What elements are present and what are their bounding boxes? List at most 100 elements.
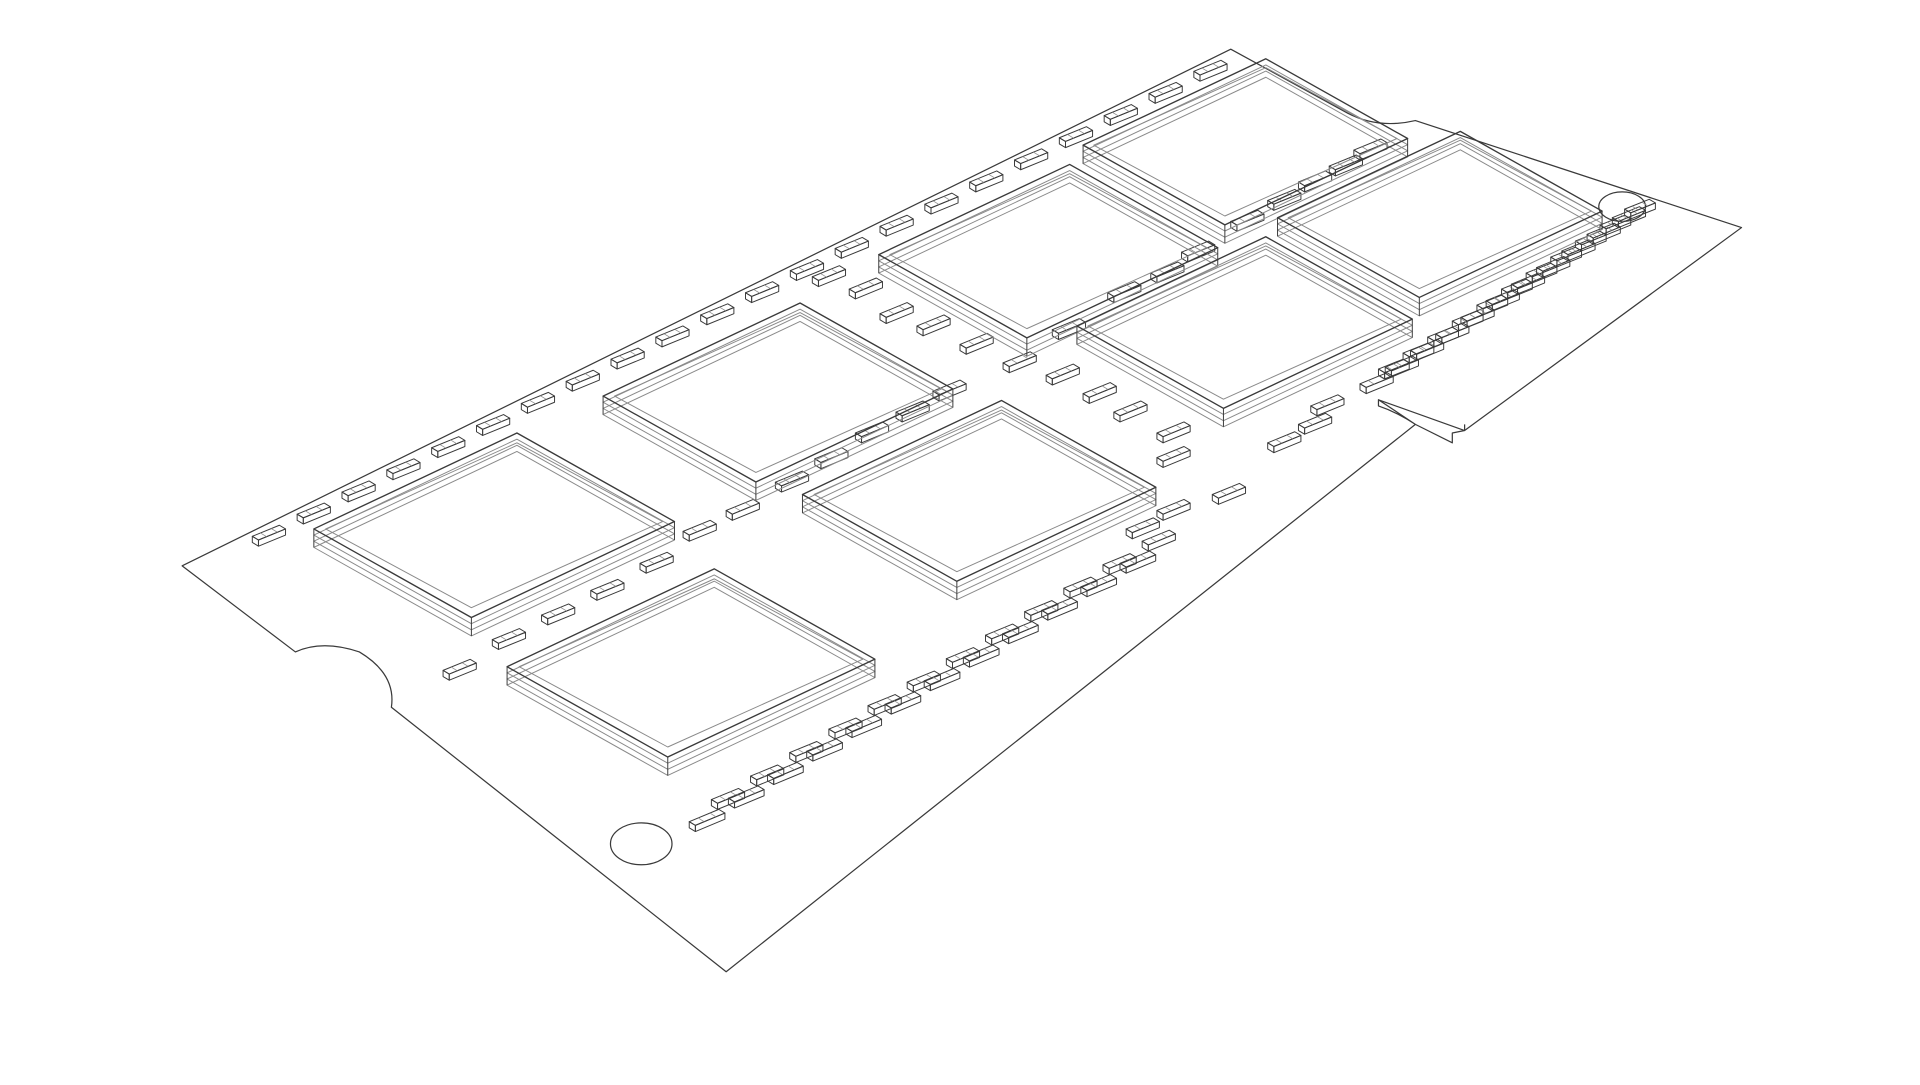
component-terminal: [598, 586, 606, 592]
chip-inner-outline: [1093, 67, 1398, 217]
component-terminal: [951, 383, 959, 388]
component-terminal: [1631, 205, 1639, 211]
chip-layer: [506, 580, 876, 770]
smd-component: [1014, 148, 1049, 171]
component-terminal: [905, 695, 913, 700]
smd-component: [1359, 372, 1394, 395]
component-terminal: [658, 555, 666, 560]
component-front: [437, 439, 466, 459]
smd-component: [1113, 400, 1148, 423]
component-terminal: [1592, 233, 1599, 239]
component-side: [789, 752, 797, 763]
component-front: [547, 607, 576, 626]
component-side: [1002, 362, 1010, 374]
component-terminal: [529, 399, 536, 405]
component-front: [1236, 213, 1265, 232]
component-top: [1103, 104, 1138, 120]
component-terminal: [893, 700, 901, 705]
component-top: [610, 347, 645, 364]
component-top: [969, 170, 1004, 187]
component-terminal: [944, 671, 952, 677]
component-terminal: [797, 748, 805, 754]
component-side: [710, 799, 719, 810]
component-front: [1304, 416, 1333, 435]
smd-component: [916, 314, 951, 337]
component-terminal: [500, 635, 507, 641]
smd-component: [879, 302, 914, 324]
component-terminal: [674, 328, 682, 334]
component-top: [848, 277, 883, 294]
component-top: [520, 391, 556, 408]
component-terminal: [1078, 129, 1085, 135]
component-terminal: [1175, 449, 1183, 454]
component-terminal: [1569, 247, 1577, 252]
component-terminal: [794, 474, 801, 479]
component-side: [1310, 405, 1318, 417]
component-terminal: [758, 772, 766, 777]
component-terminal: [809, 262, 816, 267]
component-terminal: [360, 483, 368, 489]
component-terminal: [1372, 142, 1380, 147]
component-terminal: [1160, 533, 1168, 538]
component-terminal: [1175, 502, 1183, 507]
component-front: [991, 627, 1020, 646]
component-terminal: [1361, 146, 1369, 151]
component-terminal: [815, 747, 822, 752]
component-front: [1008, 624, 1039, 645]
component-front: [1581, 234, 1607, 252]
component-front: [773, 765, 804, 786]
component-terminal: [1115, 289, 1123, 294]
smd-component: [442, 658, 477, 681]
smd-component: [774, 470, 810, 493]
smd-component: [727, 785, 765, 809]
component-front: [1482, 298, 1509, 316]
smd-component: [848, 277, 883, 300]
component-terminal: [540, 395, 547, 400]
chip-layer: [313, 438, 675, 625]
component-terminal: [943, 196, 951, 201]
component-top: [916, 314, 951, 331]
component-terminal: [737, 794, 744, 799]
component-top: [1014, 148, 1049, 165]
component-top: [1113, 400, 1148, 417]
component-front: [1542, 259, 1571, 278]
component-terminal: [972, 653, 979, 658]
component-side: [1082, 393, 1090, 404]
component-top: [834, 236, 869, 253]
smd-component: [1310, 394, 1345, 417]
component-side: [750, 775, 758, 787]
smd-component: [879, 214, 914, 237]
chip-inner-outline: [518, 578, 864, 748]
component-terminal: [753, 289, 760, 294]
component-terminal: [1418, 346, 1425, 352]
component-terminal: [1022, 156, 1029, 161]
component-front: [795, 744, 824, 763]
component-terminal: [1091, 389, 1098, 395]
component-terminal: [1317, 416, 1324, 421]
component-top: [565, 369, 600, 386]
component-top: [1058, 126, 1094, 142]
component-terminal: [924, 322, 932, 327]
component-top: [811, 265, 847, 281]
component-top: [1125, 517, 1160, 534]
component-terminal: [1484, 301, 1491, 307]
smd-component: [1103, 104, 1138, 126]
component-top: [959, 332, 994, 349]
component-terminal: [831, 268, 838, 274]
smd-component: [1267, 431, 1302, 454]
component-side: [1125, 528, 1133, 540]
component-terminal: [574, 377, 581, 383]
component-terminal: [663, 333, 671, 338]
component-terminal: [439, 444, 447, 449]
component-terminal: [511, 631, 518, 636]
component-front: [1217, 486, 1247, 505]
component-side: [811, 276, 819, 288]
component-terminal: [305, 510, 312, 515]
component-side: [1156, 509, 1164, 521]
smd-component: [969, 170, 1004, 193]
smd-component: [962, 644, 1000, 668]
component-front: [1008, 354, 1037, 374]
component-front: [257, 528, 287, 547]
component-side: [1193, 70, 1201, 82]
